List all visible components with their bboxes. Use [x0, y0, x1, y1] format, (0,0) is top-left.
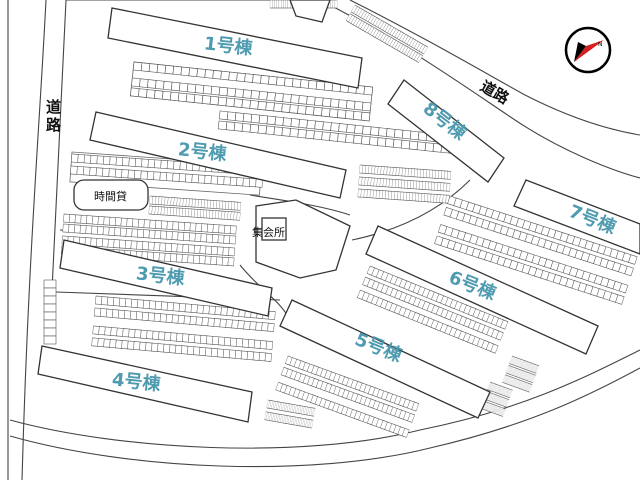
road-label-west-1: 道 [46, 98, 61, 116]
building-4-label: 4号棟 [111, 368, 163, 395]
building-2 [89, 111, 347, 199]
community-hall [261, 217, 287, 241]
road-label-northeast: 道路 [477, 77, 513, 108]
road-label-west-2: 路 [46, 116, 62, 134]
building-3 [59, 239, 273, 317]
hourly-parking-label: 時間貸 [94, 189, 127, 203]
buildings [37, 0, 640, 423]
north-arrow-icon: N [564, 26, 612, 74]
building-1 [107, 7, 363, 89]
building-7 [513, 179, 640, 255]
hourly-parking-area [73, 179, 149, 211]
building-4 [37, 345, 253, 423]
building-8 [387, 79, 505, 183]
building-3-label: 3号棟 [135, 262, 187, 289]
building-5 [279, 299, 491, 419]
community-hall-label: 集会所 [252, 225, 285, 239]
building-6 [365, 225, 599, 355]
building-2-label: 2号棟 [177, 138, 229, 165]
svg-text:N: N [598, 41, 603, 48]
building-1-label: 1号棟 [203, 32, 255, 59]
